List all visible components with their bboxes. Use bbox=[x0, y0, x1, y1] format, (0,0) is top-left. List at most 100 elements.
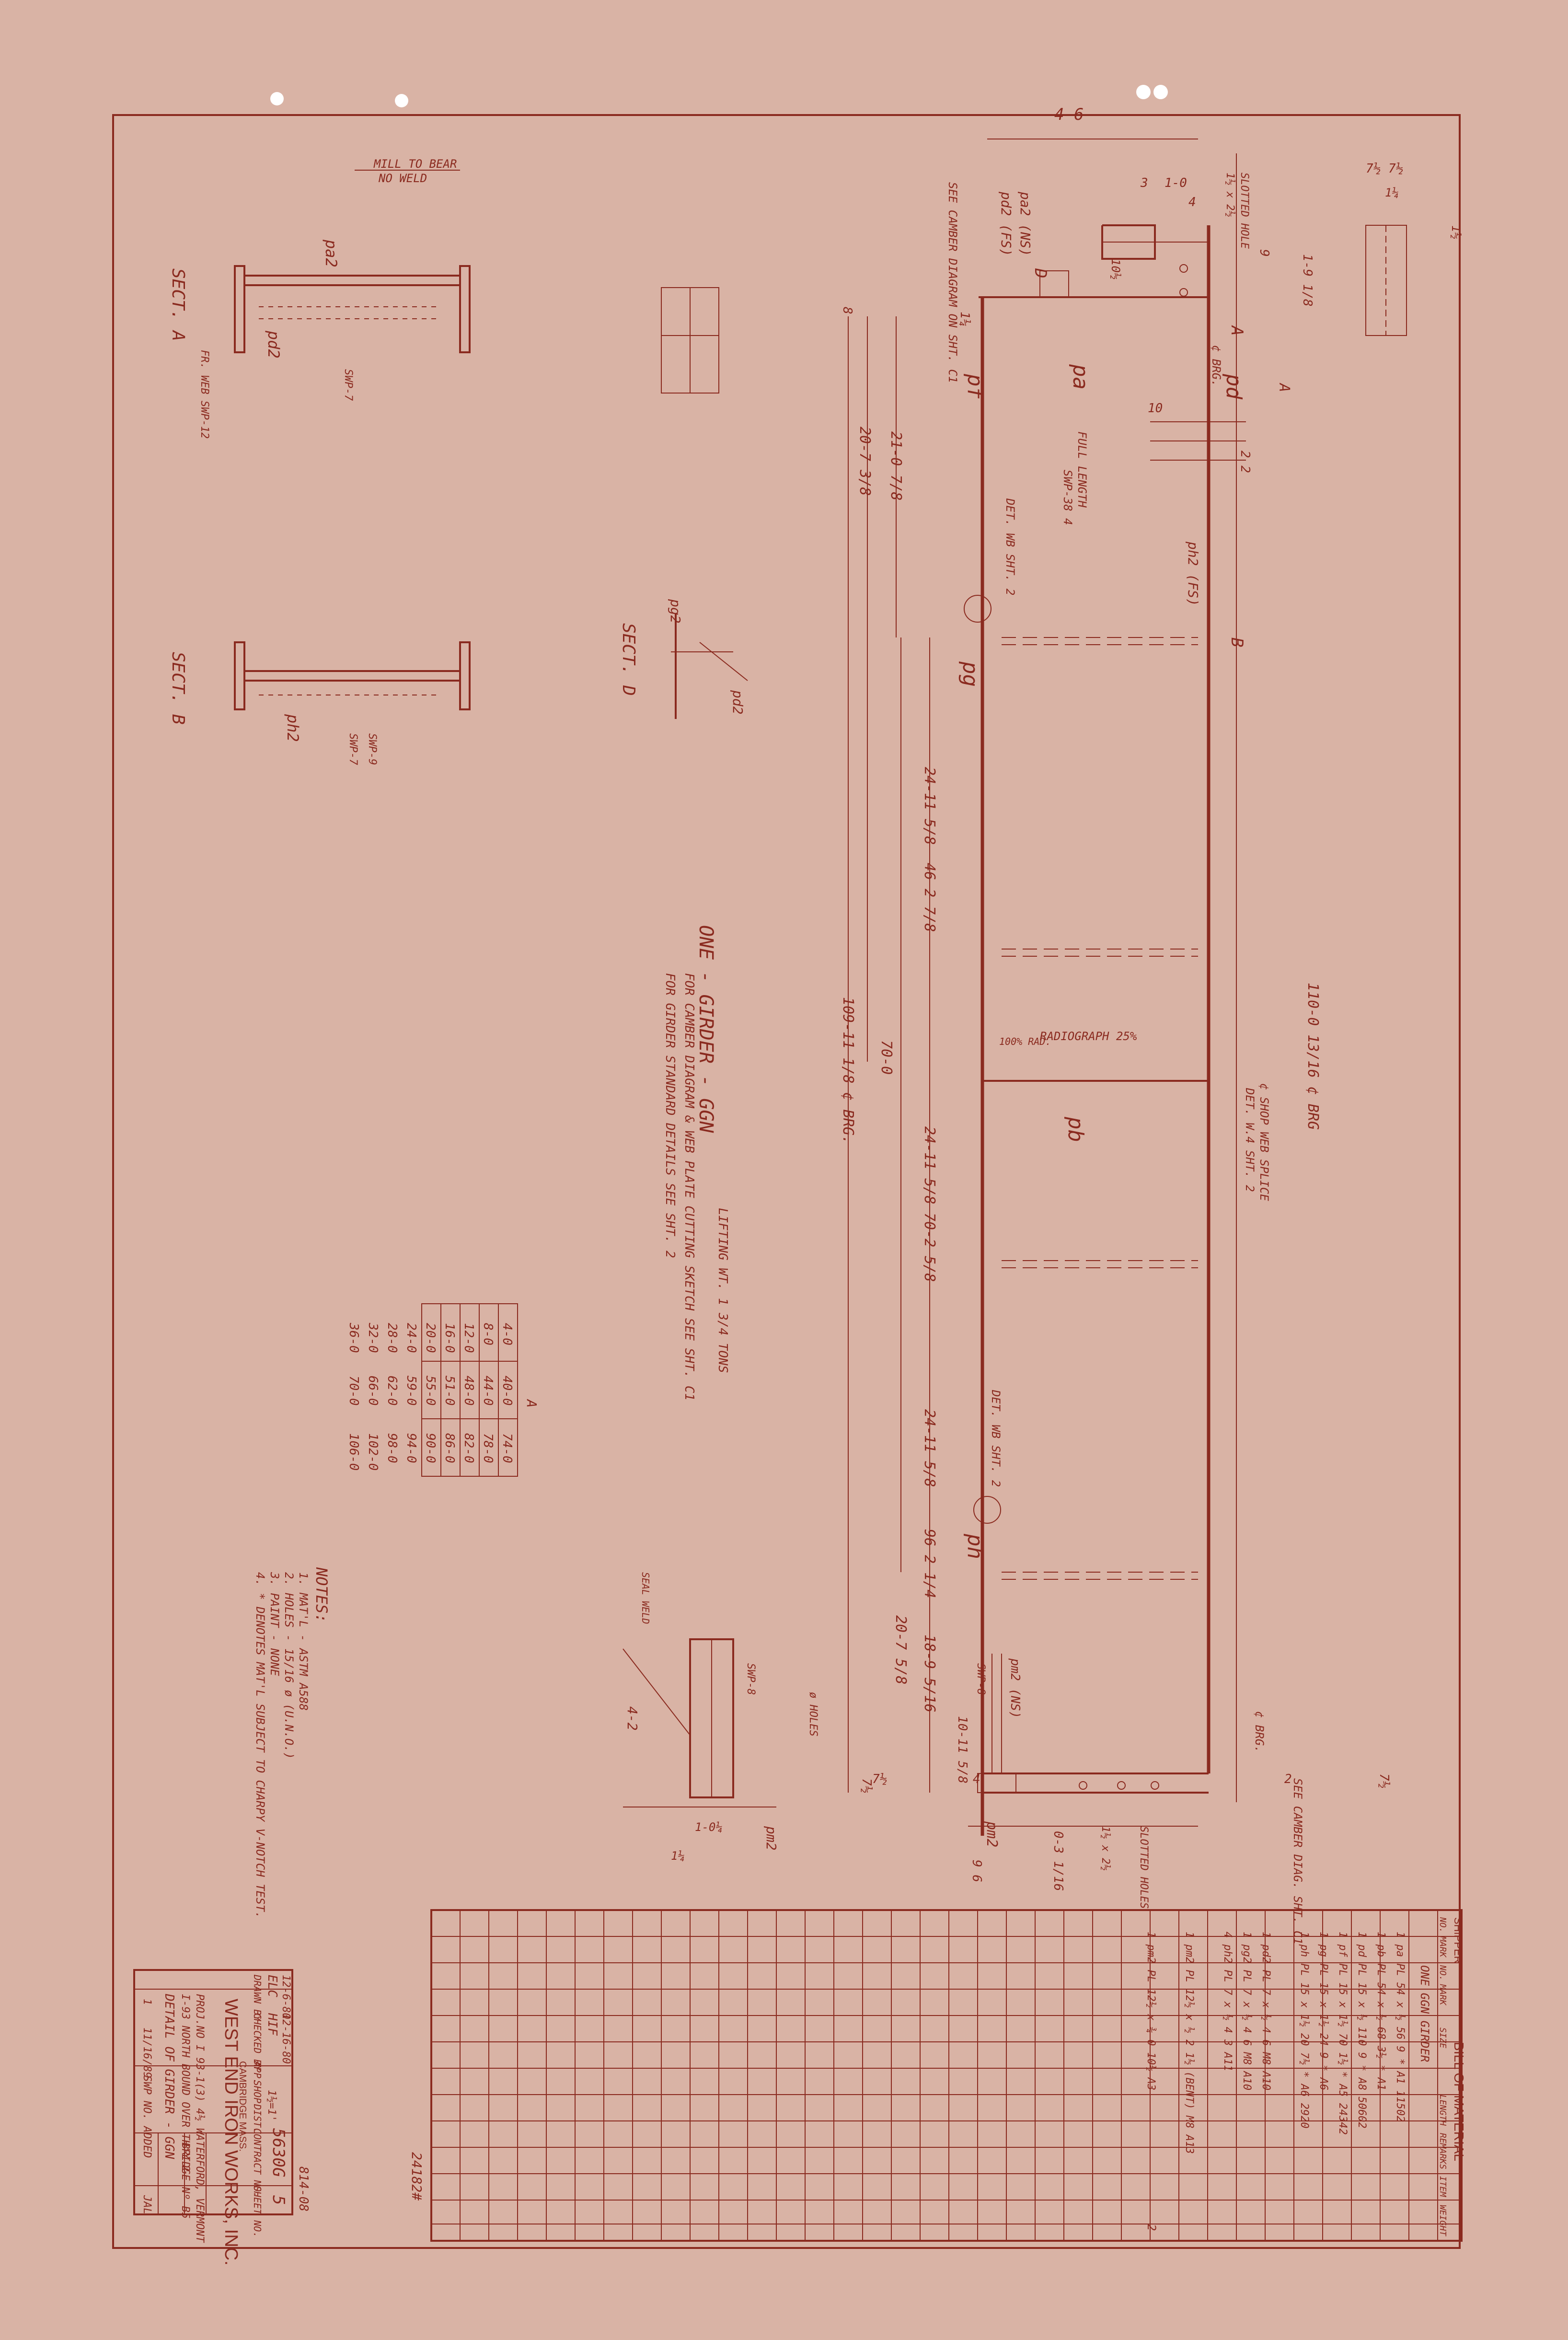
table-a-row: 24-0 bbox=[404, 1323, 418, 1353]
bom-header: LENGTH bbox=[1438, 2095, 1448, 2126]
table-a-row: 74-0 bbox=[500, 1433, 514, 1463]
fr-web-swp: FR. WEB SWP-12 bbox=[198, 350, 210, 439]
table-a-row: 48-0 bbox=[461, 1376, 476, 1406]
mark-pm2: pm2 bbox=[983, 1821, 1000, 1847]
table-a-row: 44-0 bbox=[481, 1376, 495, 1406]
note-line: 4. * DENOTES MAT'L SUBJECT TO CHARPY V-N… bbox=[254, 1572, 267, 1918]
dim-20-7-b: 20-7 5/8 bbox=[892, 1615, 909, 1685]
dim-10-11: 10-11 5/8 bbox=[955, 1716, 969, 1784]
dim-1-quarter-b: 1¼ bbox=[957, 312, 972, 326]
pd2-fs-label: pd2 (FS) bbox=[998, 191, 1014, 256]
table-a-row: 82-0 bbox=[461, 1433, 476, 1463]
overall-length: 110-0 13/16 ¢ BRG bbox=[1304, 983, 1321, 1130]
drawing-no: 814-08 bbox=[296, 2166, 311, 2212]
table-a-row: 70-0 bbox=[346, 1376, 361, 1406]
section-stiffener-top bbox=[661, 287, 719, 394]
bom-title: BILL OF MATERIAL bbox=[1452, 2042, 1466, 2161]
no-weld: NO WELD bbox=[378, 172, 427, 185]
camber-note: FOR CAMBER DIAGRAM & WEB PLATE CUTTING S… bbox=[682, 973, 696, 1401]
location: WATERFORD, VERMONT bbox=[194, 2128, 206, 2243]
header-checked-by: CHECKED BY bbox=[252, 2013, 263, 2072]
dim-4-bottom: 4 bbox=[973, 1772, 980, 1786]
table-a-row: 8-0 bbox=[481, 1323, 495, 1345]
bom-headers: NO. MARK NO. MARK SIZE LENGTH REMARKS IT… bbox=[1438, 1917, 1448, 2236]
table-a-row: 90-0 bbox=[423, 1433, 438, 1463]
bom-row: 1 pg PL 15 x 1½ 24 9 * A6 bbox=[1317, 1932, 1329, 2090]
slotted-holes-bottom-tag: 1½ x 2½ bbox=[1099, 1826, 1111, 1871]
section-d-label: SECT. D bbox=[619, 623, 638, 696]
dim-96-2: 96 2 1/4 bbox=[921, 1529, 938, 1599]
dim-7-half-b: 7½ bbox=[1377, 1773, 1391, 1788]
contract-no: 5630G bbox=[269, 2128, 288, 2177]
bottom-overall-length: 109-11 1/8 ¢ BRG. bbox=[840, 997, 856, 1144]
dim-0-3: 0-3 1/16 bbox=[1051, 1831, 1065, 1891]
table-a-row: 78-0 bbox=[481, 1433, 495, 1463]
dim-46-2: 46 2 7/8 bbox=[921, 863, 938, 932]
see-camber-top: SEE CAMBER DIAGRAM ON SHT. C1 bbox=[946, 182, 959, 383]
title-line-1: DETAIL OF GIRDER - GGN bbox=[162, 1993, 176, 2159]
dim-7-half-d: 7½ bbox=[872, 1772, 887, 1786]
mill-to-bear: MILL TO BEAR bbox=[373, 157, 457, 171]
dim-7-half-c: 7½ bbox=[859, 1778, 874, 1793]
table-a-row: 4-0 bbox=[500, 1323, 514, 1345]
holes-note: ø HOLES bbox=[807, 1692, 819, 1737]
notes-title: NOTES: bbox=[312, 1567, 331, 1623]
bom-row: 1 ph PL 15 x 1½ 20 7½ * A6 2920 bbox=[1298, 1932, 1310, 2129]
dim-20-7: 20-7 3/8 bbox=[856, 427, 873, 496]
section-d bbox=[671, 614, 748, 719]
bom-row: 1 pg2 PL 7 x ½ 4 6 M8 A10 bbox=[1241, 1932, 1253, 2090]
punch-hole-icon bbox=[1136, 85, 1151, 99]
header-shop: SHOP bbox=[252, 2080, 263, 2103]
title-block-grid bbox=[133, 1969, 293, 2215]
bom-header: SIZE bbox=[1438, 2027, 1448, 2049]
checked-by: HIF bbox=[265, 2013, 279, 2036]
punch-hole-icon bbox=[395, 94, 408, 107]
dim-4-2: 4-2 bbox=[624, 1706, 640, 1731]
table-a-header: A bbox=[524, 1399, 540, 1408]
section-d-pd2: pd2 bbox=[730, 690, 746, 715]
pm2-ns-label: pm2 (NS) bbox=[1008, 1658, 1022, 1718]
bom-row: 1 pd2 PL 7 x ½ 4 6 M8 A10 bbox=[1260, 1932, 1272, 2090]
dim-9: 9 bbox=[1257, 249, 1271, 257]
dim-1-0-quarter: 1-0¼ bbox=[695, 1820, 723, 1834]
dim-1-0: 1-0 bbox=[1164, 176, 1187, 190]
bom-item-title: ONE GGN GIRDER bbox=[1418, 1965, 1431, 2062]
table-a-row: 36-0 bbox=[346, 1322, 361, 1353]
punch-hole-icon bbox=[270, 92, 284, 105]
revision-date: 11/16/89 bbox=[141, 2027, 153, 2078]
section-cut-d: D bbox=[1031, 268, 1050, 278]
drawn-by: ELC bbox=[265, 1975, 279, 1997]
radiograph: RADIOGRAPH 25% bbox=[1040, 1030, 1137, 1043]
bom-header: ITEM bbox=[1438, 2176, 1448, 2198]
section-a-pa2: pa2 bbox=[322, 239, 340, 267]
note-line: 2. HOLES - 15/16 ø (U.N.O.) bbox=[282, 1572, 296, 1759]
punch-hole-icon bbox=[1153, 85, 1168, 99]
table-a-row: 66-0 bbox=[366, 1376, 380, 1406]
table-a-row: 59-0 bbox=[404, 1376, 418, 1406]
section-cut-a: A bbox=[1227, 325, 1246, 336]
dim-1-quarter-c: 1¼ bbox=[671, 1849, 685, 1863]
dim-9-6: 9 6 bbox=[969, 1860, 984, 1882]
table-a-row: 98-0 bbox=[385, 1433, 399, 1463]
cl-brg-bottom: ¢ BRG. bbox=[1253, 1711, 1266, 1753]
title-line-3: PROJ.NO I 93-1(3) 4½ bbox=[194, 1994, 206, 2121]
det-wb-2: DET. WB SHT. 2 bbox=[989, 1390, 1003, 1487]
header-sheet-no: SHEET NO. bbox=[252, 2186, 263, 2237]
dim-1-half: 1½ bbox=[1449, 225, 1463, 239]
header-dist: DIST. bbox=[252, 2104, 263, 2133]
bearing-pm2: pm2 bbox=[763, 1826, 779, 1851]
see-camber-bottom: SEE CAMBER DIAG. SHT. C1 bbox=[1291, 1778, 1304, 1945]
swp-9: SWP-9 bbox=[366, 733, 378, 765]
section-d-pg2: pg2 bbox=[668, 599, 683, 624]
company-city: CAMBRIDGE MASS. bbox=[237, 2061, 248, 2152]
title-line-2: I-93 NORTH BOUND OVER TH'Y 2 bbox=[179, 1994, 191, 2172]
mark-ph: ph bbox=[963, 1533, 987, 1559]
mark-pf: pf bbox=[963, 373, 987, 399]
ph2-fs-label: ph2 (FS) bbox=[1185, 541, 1201, 606]
section-a-pd2: pd2 bbox=[265, 330, 283, 359]
dim-24-11-b: 24-11 5/8 bbox=[921, 1126, 938, 1205]
revision-by: JAL bbox=[141, 2195, 153, 2214]
bom-row: 1 pf PL 15 x 1½ 70 1½ * A5 24342 bbox=[1337, 1932, 1349, 2135]
bom-weight-note: 2 bbox=[1145, 2224, 1158, 2231]
table-a-row: 86-0 bbox=[442, 1433, 457, 1463]
